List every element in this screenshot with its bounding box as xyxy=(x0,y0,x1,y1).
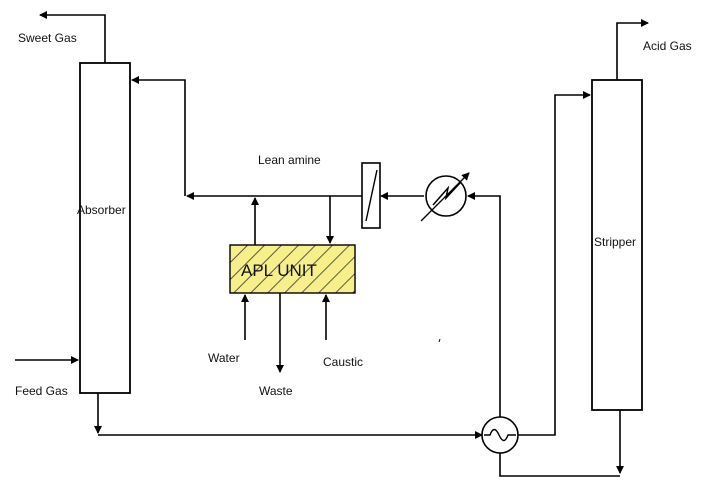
apl-unit-box xyxy=(229,244,356,294)
sweet-gas-line xyxy=(39,11,106,63)
apl-unit-label: APL UNIT xyxy=(241,261,317,280)
cooler-icon xyxy=(420,172,470,222)
sweet-gas-label: Sweet Gas xyxy=(18,31,77,45)
stripper-label: Stripper xyxy=(594,235,636,249)
filter-icon xyxy=(361,162,381,229)
caustic-label: Caustic xyxy=(323,355,363,369)
water-label: Water xyxy=(208,351,240,365)
absorber-label: Absorber xyxy=(77,203,126,217)
feed-gas-label: Feed Gas xyxy=(15,384,68,398)
waste-label: Waste xyxy=(259,384,293,398)
lean-amine-absorber-inlet-line xyxy=(131,76,186,196)
absorber-column xyxy=(79,62,131,394)
stripper-feed-line xyxy=(518,91,591,436)
exchanger-to-cooler-line xyxy=(467,192,501,418)
lean-amine-return-line xyxy=(499,452,620,477)
acid-gas-line xyxy=(616,19,649,80)
acid-gas-label: Acid Gas xyxy=(643,39,692,53)
lean-amine-label: Lean amine xyxy=(258,153,321,167)
stray-mark xyxy=(438,338,441,343)
stripper-column xyxy=(591,79,643,411)
heat-exchanger-icon xyxy=(481,416,519,454)
